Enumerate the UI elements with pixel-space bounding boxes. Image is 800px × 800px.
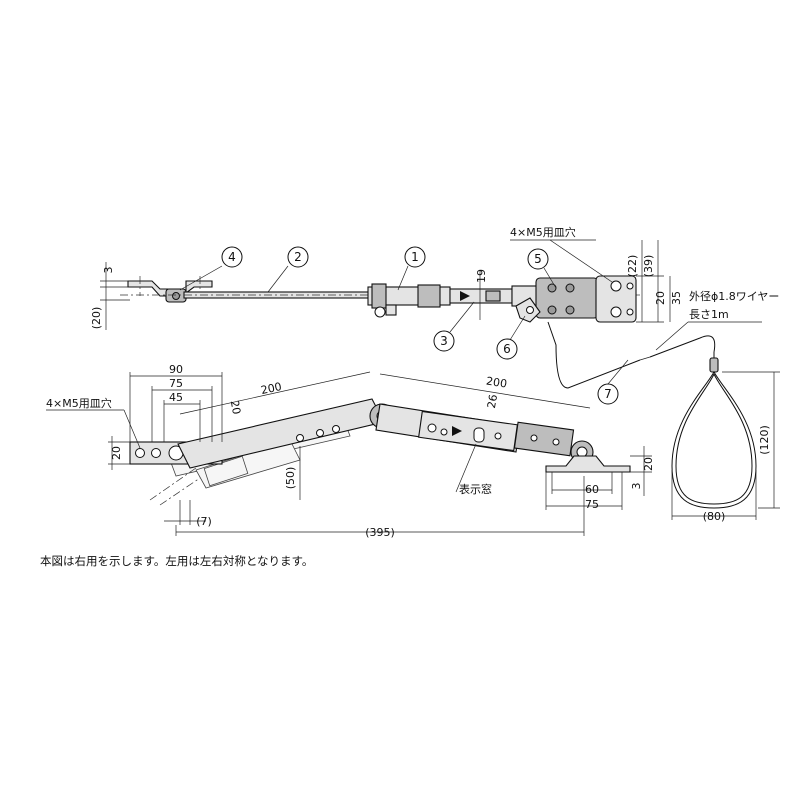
adjuster-body: [449, 288, 513, 304]
tube-collar: [371, 283, 387, 309]
callout-5-circle: [527, 248, 549, 270]
dim-19: 19: [475, 269, 488, 283]
base-hole-2: [610, 306, 622, 318]
top-view: 4 2 1 3 6 5 7 3 (20) 19 4×M5用皿穴 (22) (39…: [90, 225, 779, 405]
dim-26: 26: [485, 393, 500, 409]
drawing-note: 本図は右用を示します。左用は左右対称となります。: [40, 554, 314, 568]
dim-35: 35: [670, 291, 683, 305]
callout-6-circle: [496, 338, 518, 360]
adjuster-hole-3: [494, 432, 502, 440]
base-hole-1: [610, 280, 622, 292]
wire-clamp: [709, 357, 719, 373]
loop-view: (120) (80): [671, 352, 780, 523]
side-view: 90 75 45 4×M5用皿穴 20 20 200 200 26 (50) (: [46, 363, 655, 539]
dim-45: 45: [169, 391, 183, 404]
dim-20-left: 20: [110, 446, 123, 460]
lever-pin: [526, 306, 534, 314]
left-bracket: [127, 280, 169, 297]
dim-3-right: 3: [630, 483, 643, 490]
dim-75: 75: [169, 377, 183, 390]
side-indicator: [452, 426, 462, 436]
wire-loop: [671, 370, 757, 509]
indicator-triangle: [460, 291, 470, 301]
display-window: [473, 427, 485, 443]
callout-1: 1: [411, 250, 419, 264]
callout-3-circle: [433, 330, 455, 352]
lock-hole-3: [547, 305, 557, 315]
callout-2: 2: [294, 250, 302, 264]
dim-200-left: 200: [260, 380, 283, 397]
lock-side-hole-2: [552, 438, 560, 446]
dim-50: (50): [284, 467, 297, 490]
callout-5: 5: [534, 252, 542, 266]
dim-90: 90: [169, 363, 183, 376]
dim-22: (22): [626, 255, 639, 278]
dim-60: 60: [585, 483, 599, 496]
dim-75-right: 75: [585, 498, 599, 511]
dim-20-right-top: 20: [654, 291, 667, 305]
callout-4: 4: [228, 250, 236, 264]
tube-collar-2: [417, 284, 441, 308]
lock-hole-2: [565, 283, 575, 293]
dim-200-right: 200: [485, 374, 508, 390]
side-lock: [513, 421, 575, 457]
tube-knuckle: [385, 304, 397, 316]
dim-3-top: 3: [102, 267, 115, 274]
side-hole-label: 4×M5用皿穴: [46, 396, 112, 410]
adjuster-window: [485, 290, 501, 302]
lock-hole-1: [547, 283, 557, 293]
base-hole-4: [626, 308, 634, 316]
lock-hole-4: [565, 305, 575, 315]
wire-label-2: 長さ1m: [689, 308, 729, 321]
adjuster-hole-1: [427, 423, 437, 433]
dim-80: (80): [703, 510, 726, 523]
base-hole-3: [626, 282, 634, 290]
window-label: 表示窓: [459, 482, 492, 496]
left-pivot-hole: [172, 292, 180, 300]
right-base: [545, 455, 631, 473]
callout-6: 6: [503, 342, 511, 356]
callout-7-circle: [597, 383, 619, 405]
dim-39: (39): [642, 255, 655, 278]
wire-label-1: 外径ϕ1.8ワイヤー: [689, 290, 779, 303]
top-hole-label: 4×M5用皿穴: [510, 225, 576, 239]
dim-7: (7): [196, 515, 212, 528]
ghost-link: [203, 455, 249, 487]
dim-20-arm: 20: [228, 399, 243, 415]
adjuster-hole-2: [440, 428, 448, 436]
release-wire: [547, 321, 641, 389]
left-bracket-tab: [185, 280, 213, 295]
callout-1-circle: [404, 246, 426, 268]
dim-395: (395): [365, 526, 395, 539]
callout-4-circle: [221, 246, 243, 268]
dim-120: (120): [758, 425, 771, 455]
dim-20-top: (20): [90, 307, 103, 330]
arm-hole-2: [316, 429, 324, 437]
dim-20-right: 20: [642, 457, 655, 471]
callout-7: 7: [604, 387, 612, 401]
plate-hole-1: [135, 448, 145, 458]
lock-plate: [595, 275, 637, 323]
callout-2-circle: [287, 246, 309, 268]
arm-hole-1: [296, 434, 304, 442]
callout-3: 3: [440, 334, 448, 348]
tube-lower-pin: [374, 306, 386, 318]
lock-side-hole-1: [530, 434, 538, 442]
arm-hole-3: [332, 425, 340, 433]
plate-hole-2: [151, 448, 161, 458]
